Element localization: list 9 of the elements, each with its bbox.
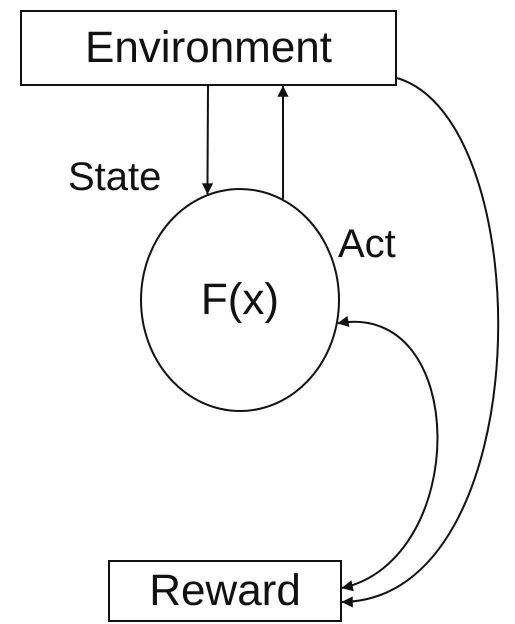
process-box [20,10,397,86]
arrow [342,77,498,606]
process-box [108,560,342,622]
node-label: Environment [84,23,332,73]
arrow [277,86,289,199]
node-label: Reward [149,566,301,616]
arrow [337,318,438,590]
arrow [202,86,214,195]
node-label: F(x) [200,275,280,325]
